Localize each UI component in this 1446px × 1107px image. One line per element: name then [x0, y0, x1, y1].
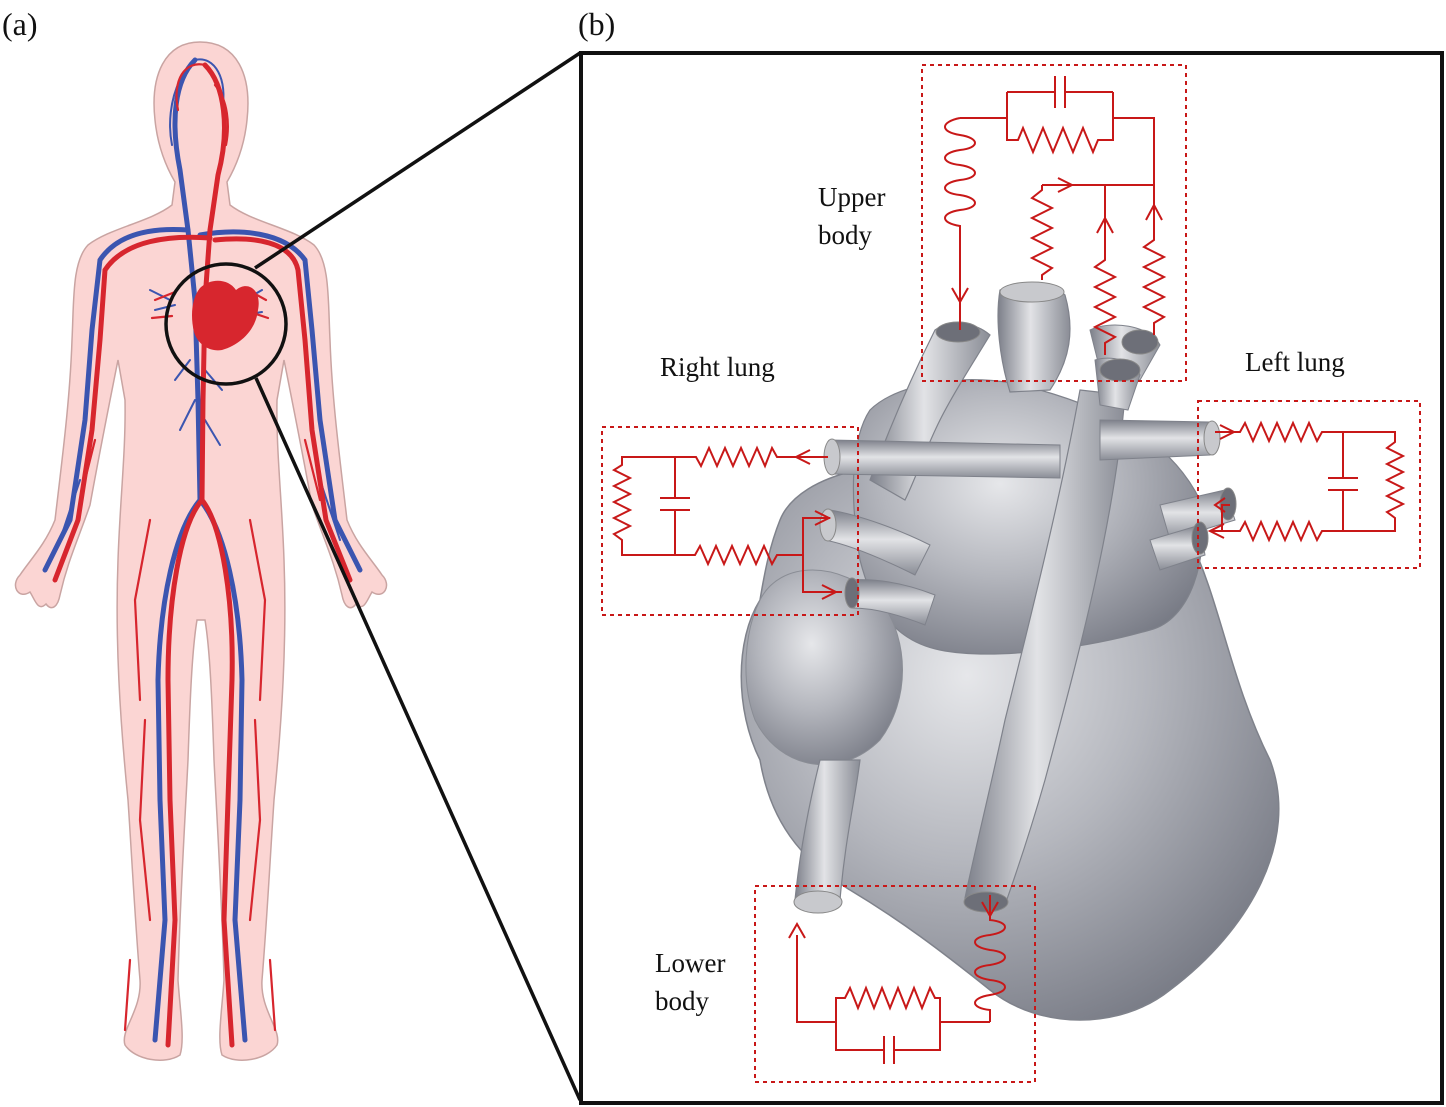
- right-lung-box: [601, 426, 859, 616]
- human-body-circulation-icon: [14, 41, 388, 1061]
- lower-body-label-line2: body: [655, 986, 709, 1016]
- upper-body-label: Upper body: [818, 178, 885, 254]
- lower-body-circuit: [754, 885, 1036, 1083]
- zoom-line-bottom: [254, 377, 582, 1101]
- upper-body-circuit: [921, 64, 1187, 382]
- heart-magnifier-circle: [164, 262, 288, 386]
- left-lung-label: Left lung: [1245, 347, 1345, 377]
- lower-body-box: [754, 885, 1036, 1083]
- body-silhouette: [14, 41, 388, 1061]
- panel-b-frame: [579, 51, 1444, 1105]
- upper-body-label-line1: Upper: [818, 182, 886, 212]
- upper-body-label-line2: body: [818, 220, 872, 250]
- right-lung-label: Right lung: [660, 352, 775, 382]
- panel-a-label: (a): [2, 6, 38, 42]
- upper-body-box: [921, 64, 1187, 382]
- windkessel-circuits: [601, 64, 1421, 1083]
- panel-b-label: (b): [578, 6, 616, 42]
- right-lung-circuit: [601, 426, 859, 616]
- zoom-line-top: [254, 51, 581, 270]
- left-lung-box: [1197, 400, 1421, 569]
- left-lung-circuit: [1197, 400, 1421, 569]
- heart-3d-model-icon: [740, 281, 1280, 1021]
- heart-icon: [192, 280, 259, 351]
- lower-body-label-line1: Lower: [655, 948, 726, 978]
- lower-body-label: Lower body: [655, 944, 725, 1020]
